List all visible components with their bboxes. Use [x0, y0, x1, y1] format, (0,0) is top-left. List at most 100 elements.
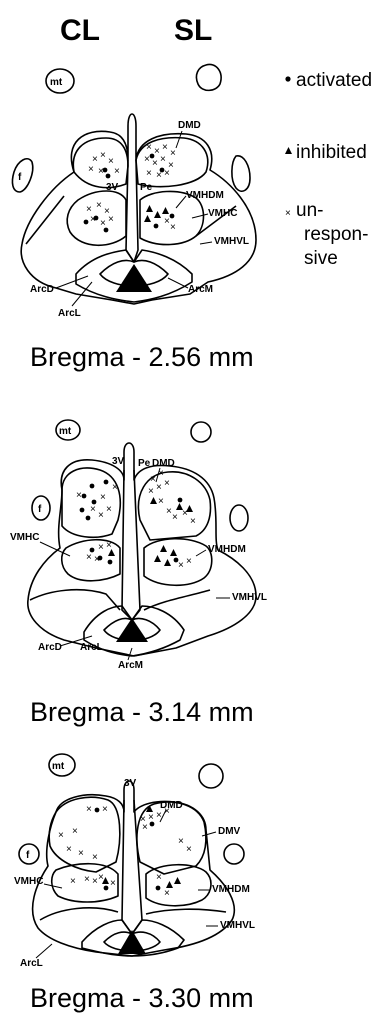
svg-text:×: × — [108, 214, 114, 225]
section-2-left-divider — [30, 590, 120, 610]
section-2-median-eminence — [116, 618, 148, 642]
svg-text:×: × — [76, 490, 82, 501]
section-2-label-vmhc: VMHC — [10, 532, 39, 543]
section-1-leader-vmhc — [192, 214, 208, 218]
section-3-markers-right: ×× ×× ××× × × — [140, 805, 192, 899]
svg-text:×: × — [164, 888, 170, 899]
legend-unresponsive-label-3: sive — [304, 248, 338, 269]
section-3-label-vmhvl: VMHVL — [220, 920, 255, 931]
section-1-label-vmhvl: VMHVL — [214, 236, 249, 247]
section-2-leader-arcm — [128, 648, 132, 660]
svg-text:×: × — [186, 844, 192, 855]
section-3-label-f: f — [26, 850, 30, 861]
section-3-left-divider — [40, 908, 118, 920]
section-1-f-outline — [12, 159, 32, 192]
svg-text:×: × — [86, 804, 92, 815]
svg-text:×: × — [148, 812, 154, 823]
legend-activated-marker — [285, 76, 290, 81]
legend-inhibited-marker — [285, 147, 292, 154]
section-3-diagram: mt f ×× ×× ××× ××× ×× ×× ×× ××× × × — [14, 754, 255, 1013]
legend-unresponsive-label-2: respon- — [304, 224, 368, 245]
svg-text:×: × — [110, 878, 116, 889]
section-2-dmd-left — [62, 468, 120, 537]
section-2-right-f-outline — [230, 505, 248, 531]
svg-text:×: × — [90, 504, 96, 515]
section-3-leader-dmv — [202, 832, 216, 836]
section-3-leader-arcl — [36, 944, 52, 958]
section-2-label-pe: Pe — [138, 458, 151, 469]
legend-unresponsive-marker: × — [285, 208, 291, 219]
section-3-outline — [33, 781, 235, 956]
section-1-label-vmhdm: VMHDM — [186, 190, 224, 201]
section-3-label-dmv: DMV — [218, 826, 241, 837]
svg-text:×: × — [152, 158, 158, 169]
section-1-label-arcd: ArcD — [30, 284, 54, 295]
svg-text:×: × — [100, 218, 106, 229]
legend: activated inhibited × un- respon- sive — [285, 70, 372, 269]
section-1-right-fornix-outline — [196, 64, 221, 90]
svg-text:×: × — [148, 486, 154, 497]
section-1-median-eminence — [116, 264, 152, 292]
section-1-label-mt: mt — [50, 77, 63, 88]
svg-text:×: × — [162, 142, 168, 153]
svg-text:×: × — [178, 560, 184, 571]
section-2-label-3v: 3V — [112, 456, 125, 467]
section-2-label-arcl: ArcL — [80, 642, 103, 653]
svg-text:×: × — [58, 830, 64, 841]
section-2-label-arcm: ArcM — [118, 660, 143, 671]
svg-text:×: × — [182, 508, 188, 519]
svg-text:×: × — [156, 872, 162, 883]
section-1-label-f: f — [18, 172, 22, 183]
svg-text:×: × — [170, 148, 176, 159]
section-3-right-fornix-outline — [199, 764, 223, 788]
section-2-label-dmd: DMD — [152, 458, 175, 469]
svg-text:×: × — [84, 874, 90, 885]
section-1-diagram: mt f ××× ××× ××× ××× ×××× — [12, 64, 256, 372]
svg-text:×: × — [178, 836, 184, 847]
svg-text:×: × — [98, 542, 104, 553]
section-3-label-mt: mt — [52, 761, 65, 772]
section-1-caption: Bregma - 2.56 mm — [30, 342, 254, 372]
svg-text:×: × — [102, 804, 108, 815]
svg-text:×: × — [92, 852, 98, 863]
section-1-label-dmd: DMD — [178, 120, 201, 131]
svg-text:×: × — [88, 164, 94, 175]
svg-text:×: × — [156, 482, 162, 493]
section-2-diagram: mt f ×× ×× ×× ×× ×× ×× ××× × — [10, 420, 267, 727]
header-cl: CL — [60, 14, 100, 47]
section-3-median-eminence — [118, 930, 146, 954]
section-1-label-3v: 3V — [106, 182, 119, 193]
svg-text:×: × — [142, 822, 148, 833]
section-2-markers-right: ×× ××× × ××× × ×× — [148, 468, 196, 571]
header-sl: SL — [174, 14, 212, 47]
section-3-label-3v: 3V — [124, 778, 137, 789]
svg-text:×: × — [100, 492, 106, 503]
section-1-leader-vmhvl — [200, 242, 212, 244]
svg-text:×: × — [66, 844, 72, 855]
svg-text:×: × — [170, 222, 176, 233]
svg-text:×: × — [72, 826, 78, 837]
section-3-label-vmhdm: VMHDM — [212, 884, 250, 895]
svg-text:×: × — [70, 876, 76, 887]
svg-text:×: × — [146, 168, 152, 179]
section-1-leader-vmhdm — [176, 196, 186, 208]
section-3-markers-left: ×× ×× ××× ××× ×× — [58, 804, 116, 890]
svg-text:×: × — [98, 872, 104, 883]
svg-text:×: × — [158, 496, 164, 507]
section-2-label-arcd: ArcD — [38, 642, 62, 653]
section-2-right-fornix-outline — [191, 422, 211, 442]
svg-text:×: × — [172, 512, 178, 523]
section-3-right-f-outline — [224, 844, 244, 864]
svg-text:×: × — [78, 848, 84, 859]
svg-text:×: × — [186, 556, 192, 567]
section-1-leader-arcm — [168, 278, 188, 288]
svg-text:×: × — [98, 510, 104, 521]
section-2-label-vmhdm: VMHDM — [208, 544, 246, 555]
svg-text:×: × — [164, 168, 170, 179]
section-2-label-f: f — [38, 504, 42, 515]
section-2-caption: Bregma - 3.14 mm — [30, 697, 254, 727]
section-1-label-arcm: ArcM — [188, 284, 213, 295]
section-2-leader-vmhdm — [196, 550, 206, 556]
svg-text:×: × — [114, 166, 120, 177]
